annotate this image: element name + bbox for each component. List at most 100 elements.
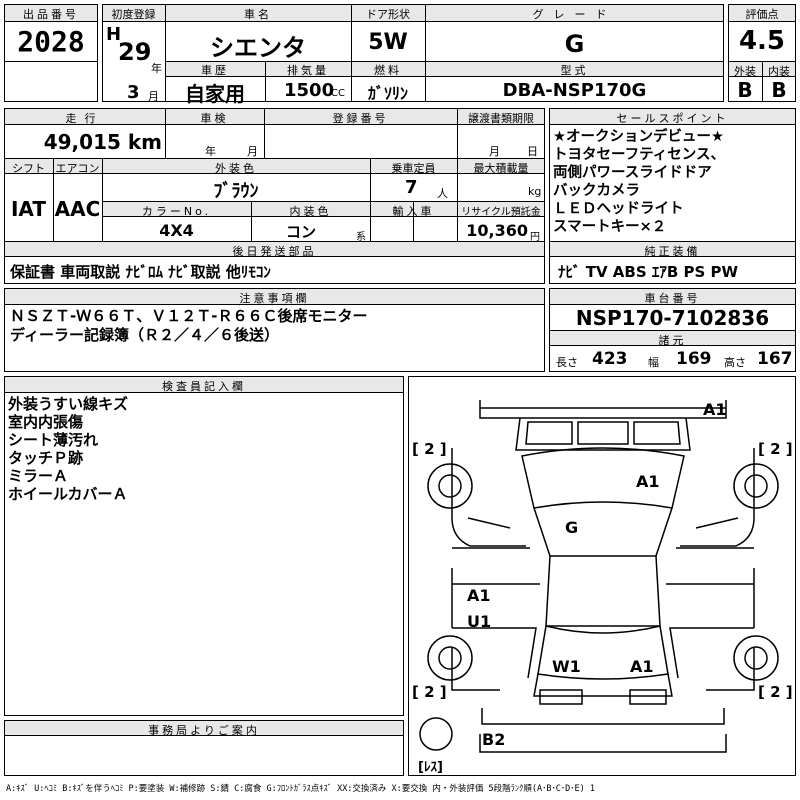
car-name-label: 車名 (244, 8, 272, 21)
damage-mark-right-fender: A1 (636, 472, 660, 491)
lot-number: 2028 (17, 25, 85, 58)
mileage-label: 走行 (65, 112, 104, 125)
length: 423 (592, 349, 628, 369)
car-name: シエンタ (210, 34, 306, 62)
tire-front-left: [ 2 ] (412, 440, 447, 458)
kg-unit: kg (528, 185, 542, 198)
width-label: 幅 (648, 356, 659, 369)
damage-mark-right-rear-quarter: A1 (630, 657, 654, 676)
legend-text: A:ｷｽﾞ U:ﾍｺﾐ B:ｷｽﾞを伴うﾍｺﾐ P:要塗装 W:補修跡 S:錆 … (6, 784, 595, 794)
capacity-label: 乗車定員 (391, 162, 436, 175)
sales-point-item: 両側パワースライドドア (553, 165, 712, 181)
exterior-label: 外装 (734, 65, 756, 78)
color-no: 4X4 (159, 221, 194, 240)
year-unit: 年 (151, 62, 162, 75)
details-box (4, 108, 545, 284)
notes-box (4, 288, 545, 372)
inspector-line: シート薄汚れ (8, 431, 99, 449)
recycle-label: リサイクル預託金 (461, 207, 541, 218)
lot-number-label: 出品番号 (23, 8, 79, 21)
person-unit: 人 (437, 187, 448, 200)
color-no-label: カラーNo. (141, 205, 212, 218)
interior-label: 内装 (768, 65, 790, 78)
tire-front-right: [ 2 ] (758, 440, 793, 458)
length-label: 長さ (556, 356, 578, 369)
ext-color-label: 外装色 (215, 162, 257, 175)
inspection-label: 車検 (200, 112, 229, 125)
damage-diagram-box (408, 376, 796, 776)
damage-mark-front-bumper: A1 (703, 400, 727, 419)
tire-rear-left: [ 2 ] (412, 683, 447, 701)
era-letter: H (106, 24, 122, 45)
sales-point-item: ＬＥＤヘッドライト (553, 201, 684, 217)
mileage: 49,015 km (43, 130, 162, 154)
model-code: DBA-NSP170G (502, 80, 647, 101)
cc-unit: CC (331, 88, 345, 99)
history-label: 車歴 (201, 64, 229, 77)
car-diagram (419, 400, 779, 753)
inspector-line: 室内内張傷 (8, 413, 84, 431)
inspector-line: 外装うすい線キズ (8, 395, 129, 413)
grade: G (564, 30, 585, 58)
model-label: 型式 (560, 64, 589, 77)
later-items-label: 後日発送部品 (232, 245, 317, 258)
width: 169 (676, 349, 712, 369)
chassis-label: 車台番号 (644, 292, 701, 305)
sales-point-list: ★オークションデビュー★ トヨタセーフティセンス、 両側パワースライドドア バッ… (553, 128, 725, 236)
yen-unit: 円 (530, 232, 540, 243)
notes-text: ＮＳＺＴ-Ｗ６６Ｔ、Ｖ１２Ｔ-Ｒ６６Ｃ後席モニター ディーラー記録簿（Ｒ２／４／… (10, 307, 367, 345)
shift: IAT (10, 197, 46, 221)
damage-mark-left-rear-quarter: W1 (552, 657, 581, 676)
interior-grade: B (771, 78, 787, 102)
month-unit: 月 (148, 90, 159, 103)
damage-mark-rear-bumper: B2 (482, 730, 506, 749)
score: 4.5 (738, 26, 786, 56)
sales-point-item: ★オークションデビュー★ (553, 129, 724, 145)
inspection-month-unit: 月 (247, 145, 258, 158)
inspector-line: タッチＰ跡 (8, 449, 84, 467)
inspection-year-unit: 年 (205, 145, 216, 158)
sales-point-item: バックカメラ (553, 183, 640, 199)
damage-mark-windshield: G (565, 518, 579, 537)
recycle-fee: 10,360 (466, 221, 528, 240)
office-label: 事務局よりご案内 (148, 724, 260, 737)
inspector-box (4, 376, 404, 716)
office-box (4, 720, 404, 776)
aircon-label: エアコン (55, 162, 100, 175)
capacity: 7 (405, 177, 418, 198)
car-history: 自家用 (185, 82, 245, 106)
door-label: ドア形状 (366, 8, 410, 21)
reg-year: 29 (118, 38, 152, 66)
damage-mark-left-rear-door-a: A1 (467, 586, 491, 605)
max-load-label: 最大積載量 (473, 162, 529, 175)
ext-color: ﾌﾞﾗｳﾝ (213, 181, 259, 202)
inspector-line: ホイールカバーＡ (8, 485, 128, 503)
sales-point-label: セールスポイント (616, 112, 729, 125)
reg-month: 3 (127, 82, 140, 103)
sales-point-item: スマートキー×２ (553, 219, 667, 235)
transfer-month-unit: 月 (489, 145, 500, 158)
transfer-day-unit: 日 (527, 145, 538, 158)
later-items: 保証書 車両取説 ﾅﾋﾞﾛﾑ ﾅﾋﾞ取説 他ﾘﾓｺﾝ (10, 263, 271, 281)
lot-number-box (4, 4, 98, 102)
int-color-label: 内装色 (289, 205, 332, 218)
standard-equip: ﾅﾋﾞ TV ABS ｴｱB PS PW (558, 263, 739, 281)
displacement-label: 排気量 (287, 64, 329, 77)
import-label: 輸入車 (392, 205, 435, 218)
int-color: コン (285, 223, 316, 241)
inspector-label: 検査員記入欄 (162, 380, 246, 393)
damage-mark-left-rear-door-u: U1 (467, 612, 492, 631)
reg-no-label: 登録番号 (332, 112, 389, 125)
inspector-line: ミラーＡ (8, 467, 69, 485)
vehicle-info-box (102, 4, 724, 102)
door-type: 5W (368, 30, 408, 55)
shift-label: シフト (12, 162, 45, 175)
notes-line: ＮＳＺＴ-Ｗ６６Ｔ、Ｖ１２Ｔ-Ｒ６６Ｃ後席モニター (10, 307, 368, 325)
dimensions-label: 諸元 (658, 334, 687, 347)
chassis-number: NSP170-7102836 (575, 306, 770, 330)
inspector-text: 外装うすい線キズ 室内内張傷 シート薄汚れ タッチＰ跡 ミラーＡ ホイールカバー… (8, 395, 128, 503)
tire-spare: [ﾚｽ] (418, 760, 443, 775)
sales-point-item: トヨタセーフティセンス、 (553, 147, 725, 163)
first-reg-label: 初度登録 (111, 8, 156, 21)
score-label: 評価点 (745, 8, 779, 21)
